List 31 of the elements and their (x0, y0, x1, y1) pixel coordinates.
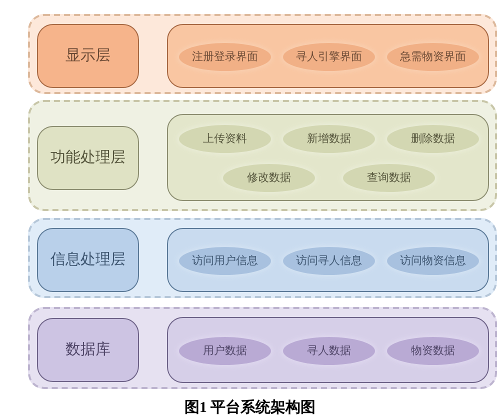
module-panel (167, 317, 489, 383)
module-panel (167, 24, 489, 88)
module-name: 寻人引擎界面 (296, 50, 362, 65)
module-name: 访问用户信息 (192, 254, 258, 269)
module-name: 访问物资信息 (400, 254, 466, 269)
module-name: 急需物资界面 (400, 50, 466, 65)
layer-name: 功能处理层 (50, 148, 126, 168)
layer-name: 显示层 (66, 46, 110, 66)
layer-box (37, 318, 139, 382)
layer-band (28, 218, 497, 298)
module-name: 注册登录界面 (192, 50, 258, 65)
module-panel (167, 114, 489, 201)
layer-box (37, 126, 139, 190)
layer-name: 数据库 (66, 340, 110, 360)
layer-box (37, 24, 139, 88)
module-name: 修改数据 (247, 170, 291, 186)
layer-band (28, 100, 497, 211)
module-name: 寻人数据 (307, 344, 351, 359)
module-name: 物资数据 (411, 344, 455, 359)
module-panel (167, 228, 489, 292)
module-name: 访问寻人信息 (296, 254, 362, 269)
layer-box (37, 228, 139, 292)
module-name: 新增数据 (307, 132, 351, 147)
module-name: 查询数据 (367, 170, 411, 186)
module-name: 删除数据 (411, 132, 455, 147)
module-name: 用户数据 (203, 344, 247, 359)
layer-name: 信息处理层 (50, 250, 126, 270)
module-name: 上传资料 (203, 132, 247, 147)
layer-band (28, 14, 497, 94)
figure-caption: 图1 平台系统架构图 (184, 398, 316, 418)
layer-band (28, 307, 497, 389)
